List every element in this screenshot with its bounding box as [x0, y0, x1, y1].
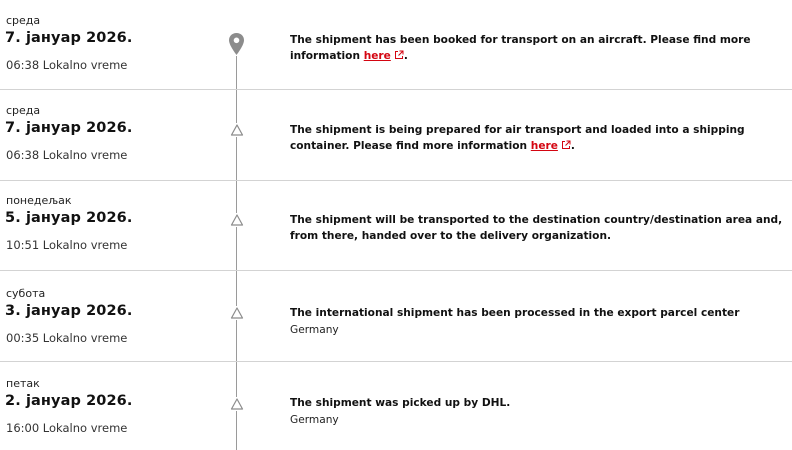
event-description-text: The shipment has been booked for transpo… [290, 34, 751, 62]
event-time: 10:51 Lokalno vreme [6, 238, 128, 252]
event-description-end: . [570, 140, 575, 152]
event-date: 7. јануар 2026. [5, 120, 133, 136]
event-description-end: . [403, 50, 408, 62]
timeline-event: среда 7. јануар 2026. 06:38 Lokalno vrem… [0, 14, 792, 90]
event-divider [0, 180, 792, 181]
more-info-link[interactable]: here [530, 140, 558, 152]
timeline-event: петак 2. јануар 2026. 16:00 Lokalno vrem… [0, 377, 792, 450]
event-weekday: субота [6, 287, 46, 300]
event-time: 06:38 Lokalno vreme [6, 148, 128, 162]
event-weekday: среда [6, 14, 41, 27]
event-weekday: понедељак [6, 194, 72, 207]
event-date: 5. јануар 2026. [5, 210, 133, 226]
event-description: The shipment was picked up by DHL. [290, 397, 511, 409]
event-description: The shipment has been booked for transpo… [290, 32, 790, 64]
event-date: 7. јануар 2026. [5, 30, 133, 46]
triangle-icon [228, 397, 245, 411]
triangle-icon [228, 123, 245, 137]
triangle-icon [228, 306, 245, 320]
event-description: The international shipment has been proc… [290, 307, 740, 319]
event-weekday: петак [6, 377, 40, 390]
event-date: 2. јануар 2026. [5, 393, 133, 409]
event-divider [0, 89, 792, 90]
external-link-icon[interactable] [394, 50, 404, 60]
event-description-text: The shipment is being prepared for air t… [290, 124, 745, 152]
event-date: 3. јануар 2026. [5, 303, 133, 319]
more-info-link[interactable]: here [363, 50, 391, 62]
event-weekday: среда [6, 104, 41, 117]
timeline-event: субота 3. јануар 2026. 00:35 Lokalno vre… [0, 287, 792, 363]
location-pin-icon [228, 32, 245, 56]
triangle-icon [228, 213, 245, 227]
event-time: 06:38 Lokalno vreme [6, 58, 128, 72]
external-link-icon[interactable] [561, 140, 571, 150]
event-time: 16:00 Lokalno vreme [6, 421, 128, 435]
timeline-event: среда 7. јануар 2026. 06:38 Lokalno vrem… [0, 104, 792, 180]
event-description: The shipment will be transported to the … [290, 214, 783, 242]
event-location: Germany [290, 324, 339, 336]
event-description: The shipment is being prepared for air t… [290, 122, 790, 154]
event-time: 00:35 Lokalno vreme [6, 331, 128, 345]
event-divider [0, 270, 792, 271]
event-location: Germany [290, 414, 339, 426]
event-divider [0, 361, 792, 362]
timeline-line [236, 44, 237, 450]
timeline-event: понедељак 5. јануар 2026. 10:51 Lokalno … [0, 194, 792, 270]
